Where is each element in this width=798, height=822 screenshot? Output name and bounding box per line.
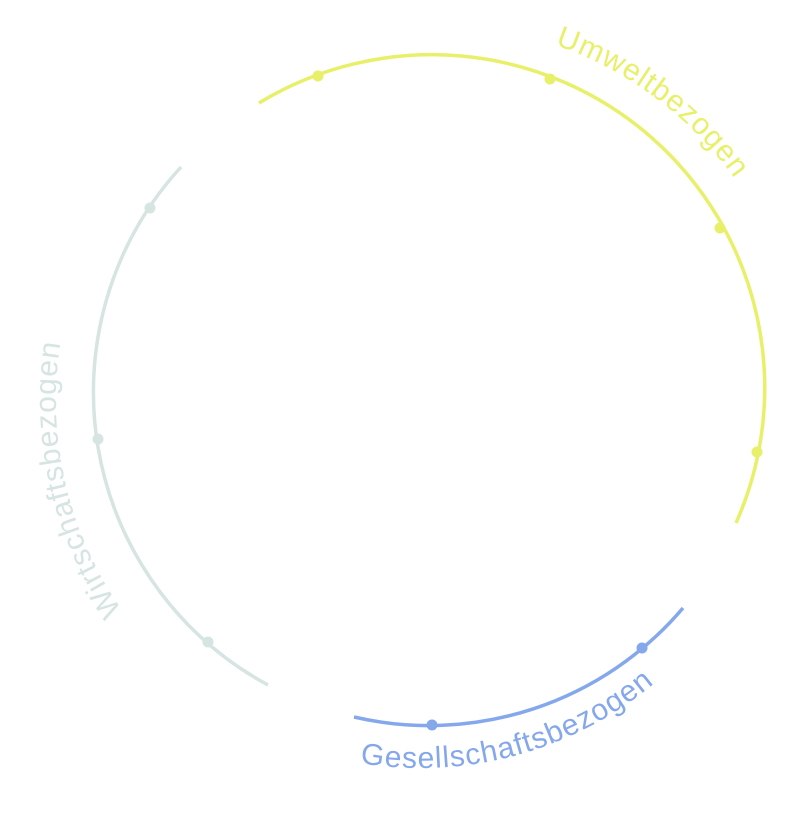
label-umwelt: Umweltbezogen — [553, 20, 756, 183]
dot-umwelt-3 — [714, 222, 726, 234]
dot-umwelt-2 — [544, 73, 556, 85]
arc-umwelt — [258, 52, 767, 524]
label-umwelt-text: Umweltbezogen — [553, 20, 755, 183]
segment-umwelt: Umweltbezogen — [258, 20, 767, 524]
dot-wirtschaft-2 — [92, 433, 104, 445]
dot-umwelt-4 — [751, 446, 763, 458]
arc-wirtschaft — [91, 165, 269, 687]
label-gesellschaft-text: Gesellschaftsbezogen — [359, 663, 658, 776]
segment-gesellschaft: Gesellschaftsbezogen — [353, 606, 685, 776]
dot-umwelt-1 — [312, 70, 324, 82]
segment-wirtschaft: Wirtschaftsbezogen — [30, 165, 269, 687]
label-wirtschaft: Wirtschaftsbezogen — [30, 339, 128, 625]
dot-gesellschaft-1 — [426, 719, 438, 731]
label-wirtschaft-text: Wirtschaftsbezogen — [30, 339, 127, 625]
dot-wirtschaft-3 — [202, 636, 214, 648]
arc-gesellschaft — [353, 606, 685, 728]
label-gesellschaft: Gesellschaftsbezogen — [359, 663, 659, 776]
dot-wirtschaft-1 — [144, 202, 156, 214]
dot-gesellschaft-2 — [636, 642, 648, 654]
